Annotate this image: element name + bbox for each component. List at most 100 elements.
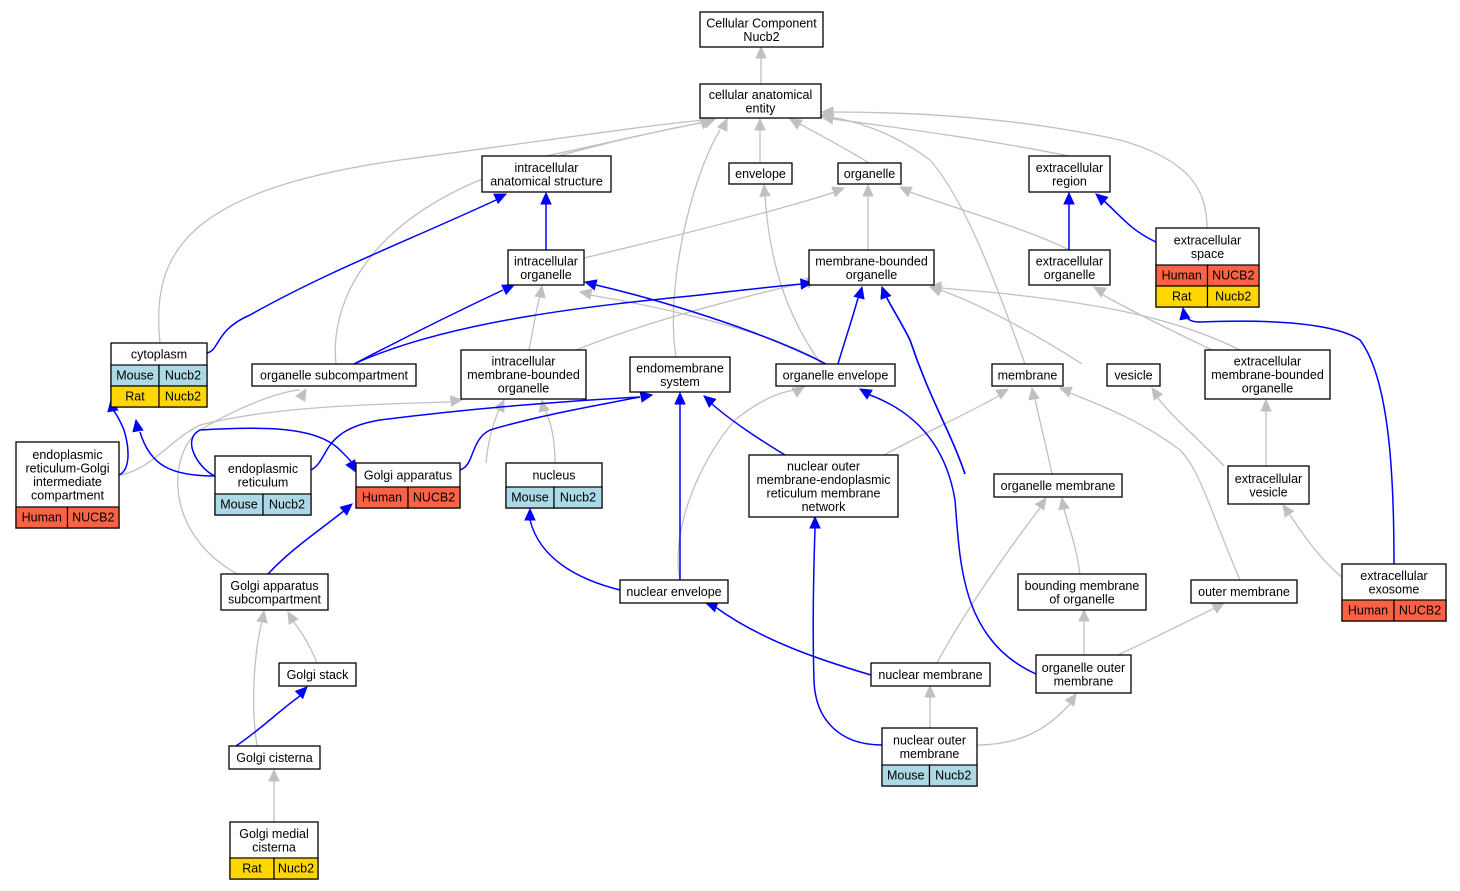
- go-term-node-outm[interactable]: outer membrane: [1190, 579, 1298, 604]
- edge-arrowhead: [493, 193, 508, 205]
- go-term-node-oenv[interactable]: organelle envelope: [775, 363, 896, 387]
- edge-arrowhead: [755, 45, 767, 59]
- edge-arrowhead: [501, 284, 516, 296]
- edge-arrowhead: [583, 279, 598, 291]
- node-label: endoplasmic: [228, 462, 298, 476]
- gene-symbol: NUCB2: [1399, 604, 1441, 618]
- node-box: [507, 249, 585, 286]
- is-a-edge: [829, 116, 1026, 365]
- go-term-node-org[interactable]: organelle: [837, 162, 902, 185]
- node-label: cisterna: [252, 840, 296, 854]
- gene-cell: [1206, 285, 1260, 308]
- go-term-node-env[interactable]: envelope: [728, 162, 793, 185]
- go-term-node-ergic[interactable]: endoplasmicreticulum-Golgiintermediateco…: [15, 441, 120, 529]
- node-label: outer membrane: [1198, 585, 1290, 599]
- is-a-edge: [936, 507, 1041, 664]
- node-box: [228, 745, 321, 770]
- edge-arrowhead: [1095, 193, 1109, 206]
- node-label: organelle: [498, 382, 549, 396]
- is-a-edge: [583, 191, 836, 259]
- node-box: [1190, 579, 1298, 604]
- part-of-edge: [1184, 314, 1395, 565]
- species-label: Mouse: [511, 491, 549, 505]
- is-a-edge: [883, 394, 1001, 456]
- edge-arrowhead: [1078, 608, 1090, 622]
- node-label: endomembrane: [636, 361, 724, 375]
- node-label: intermediate: [33, 475, 102, 489]
- edge-arrowhead: [339, 503, 353, 516]
- go-term-node-mem[interactable]: membrane: [991, 363, 1064, 387]
- node-label: reticulum-Golgi: [25, 461, 109, 475]
- edge-arrowhead: [287, 610, 299, 625]
- edge-arrowhead: [1179, 306, 1191, 321]
- go-term-node-nomer[interactable]: nuclear outermembrane-endoplasmicreticul…: [748, 454, 899, 518]
- node-box: [629, 356, 731, 393]
- edge-arrowhead: [928, 281, 942, 293]
- node-label: Nucb2: [743, 30, 779, 44]
- node-label: envelope: [735, 167, 786, 181]
- node-box: [837, 162, 902, 185]
- go-term-node-ves[interactable]: vesicle: [1106, 363, 1161, 387]
- go-term-node-gcis[interactable]: Golgi cisterna: [228, 745, 321, 770]
- node-label: nuclear outer: [893, 733, 966, 747]
- node-box: [460, 349, 587, 400]
- species-label: Rat: [1172, 290, 1192, 304]
- is-a-edge: [976, 703, 1071, 746]
- node-label: region: [1052, 174, 1087, 188]
- part-of-edge: [869, 394, 1037, 675]
- node-box: [991, 363, 1064, 387]
- edge-arrowhead: [809, 515, 821, 529]
- go-term-node-gst[interactable]: Golgi stack: [278, 662, 357, 687]
- edge-arrowhead: [703, 395, 717, 408]
- is-a-edge: [672, 129, 721, 358]
- node-box: [251, 363, 417, 387]
- edge-arrowhead: [1058, 496, 1070, 511]
- is-a-edge: [252, 620, 263, 747]
- node-label: cellular anatomical: [709, 88, 813, 102]
- edge-arrowhead: [995, 388, 1010, 400]
- node-box: [278, 662, 357, 687]
- go-term-node-nmem[interactable]: nuclear membrane: [870, 662, 991, 687]
- is-a-edge: [909, 191, 1070, 251]
- gene-cell: [928, 764, 978, 787]
- is-a-edge: [575, 281, 809, 351]
- gene-symbol: Nucb2: [165, 369, 201, 383]
- part-of-edge: [713, 605, 872, 676]
- go-term-node-osc[interactable]: organelle subcompartment: [251, 363, 417, 387]
- part-of-edge: [190, 427, 357, 477]
- edge-arrowhead: [1058, 386, 1073, 398]
- node-label: organelle subcompartment: [260, 369, 409, 383]
- node-box: [1028, 155, 1111, 193]
- go-term-node-omem[interactable]: organelle membrane: [993, 473, 1123, 498]
- go-term-node-nenv[interactable]: nuclear envelope: [619, 579, 729, 604]
- node-label: of organelle: [1049, 592, 1114, 606]
- part-of-edge: [267, 509, 346, 575]
- edge-arrowhead: [831, 186, 846, 198]
- gene-symbol: NUCB2: [413, 491, 455, 505]
- node-label: subcompartment: [228, 592, 322, 606]
- node-label: Golgi medial: [239, 827, 308, 841]
